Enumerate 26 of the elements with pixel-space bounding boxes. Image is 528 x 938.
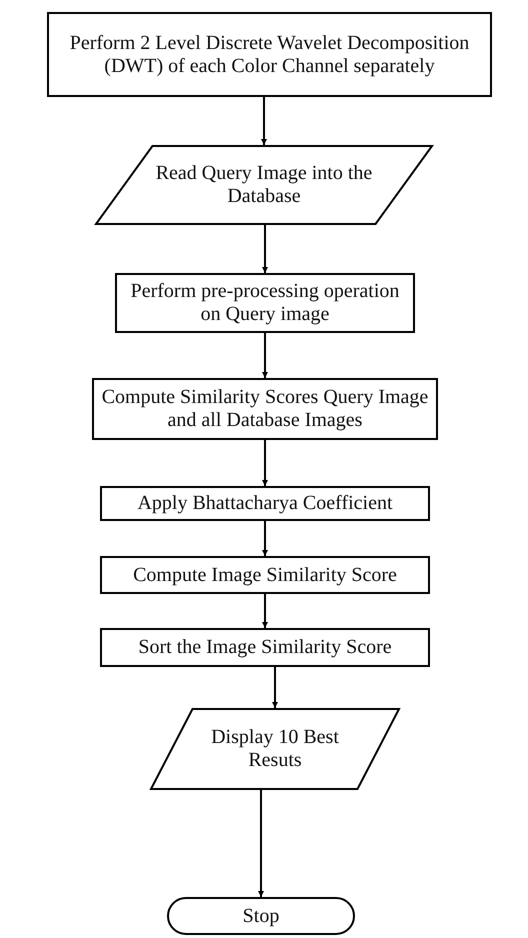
step-label: Compute Similarity Scores Query Image and all Database Images — [100, 386, 430, 432]
step-label: Display 10 Best Resuts — [210, 726, 340, 772]
arrow — [258, 790, 264, 897]
arrow — [262, 521, 268, 556]
step-label: Read Query Image into the Database — [155, 162, 373, 208]
step-label: Compute Image Similarity Score — [133, 564, 397, 586]
arrow — [262, 440, 268, 486]
arrow — [262, 333, 268, 378]
input-output-parallelogram — [95, 145, 433, 225]
arrow — [261, 97, 267, 145]
terminal-box — [167, 897, 355, 935]
arrow — [262, 594, 268, 628]
process-box — [92, 378, 438, 440]
step-label: Apply Bhattacharya Coefficient — [137, 492, 393, 515]
process-box — [100, 556, 430, 594]
step-label: Stop — [242, 904, 280, 928]
step-label: Perform pre-processing operation on Query image — [130, 280, 400, 326]
process-box — [47, 12, 492, 97]
step-label: Perform 2 Level Discrete Wavelet Decomposition (DWT) of each Color Channel separately — [68, 32, 470, 78]
process-box — [100, 486, 430, 521]
process-box — [115, 273, 415, 333]
input-output-parallelogram — [150, 708, 400, 790]
process-box — [100, 628, 430, 667]
arrow — [272, 667, 278, 708]
arrow — [262, 225, 268, 273]
step-label: Sort the Image Similarity Score — [138, 636, 392, 659]
